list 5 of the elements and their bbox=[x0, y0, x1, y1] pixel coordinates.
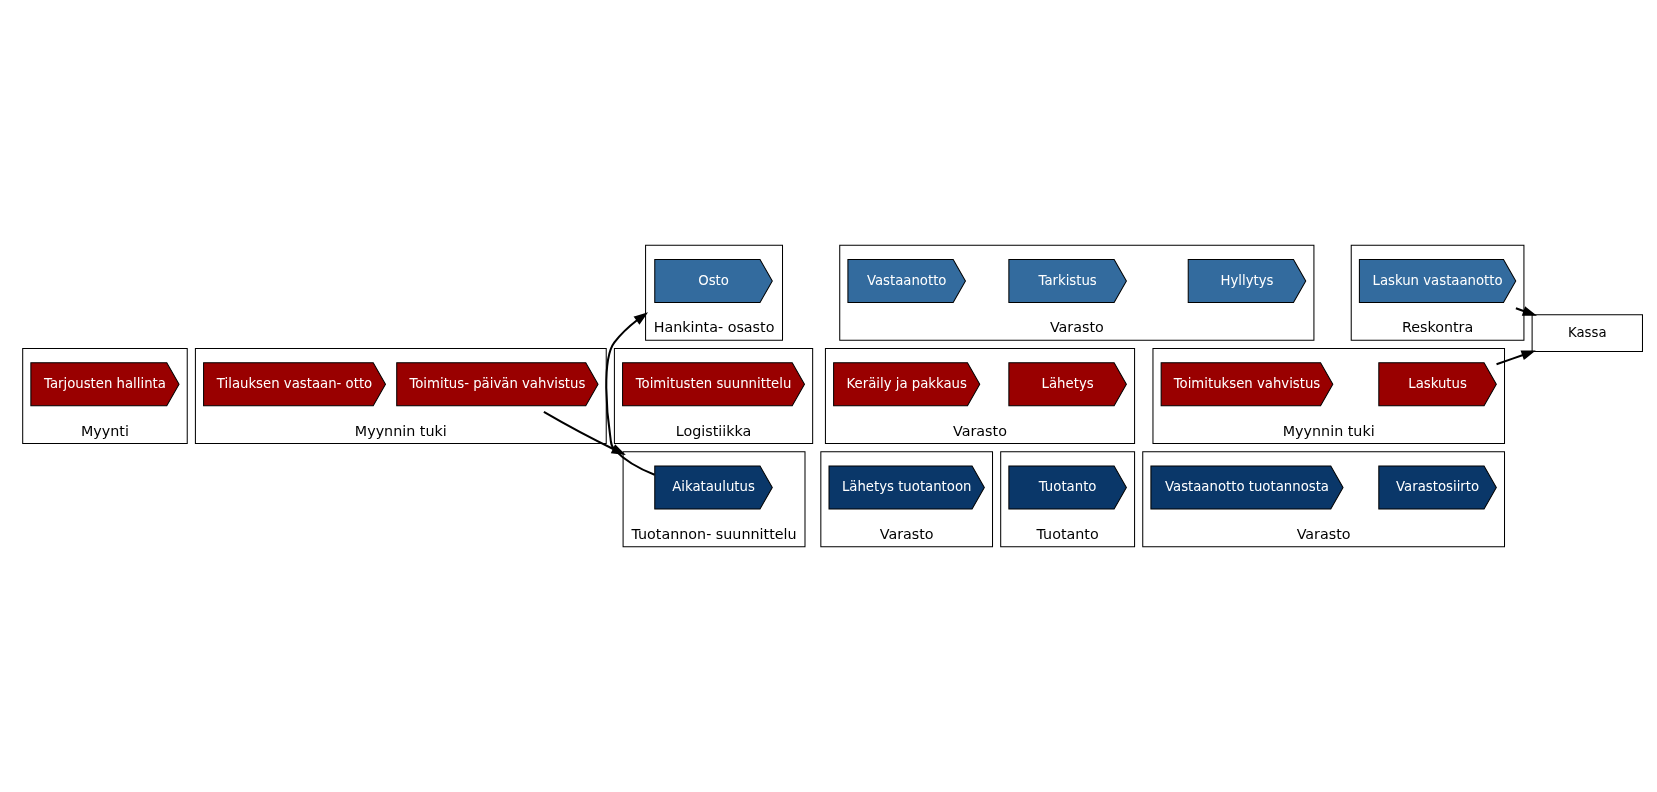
arrow bbox=[1496, 350, 1536, 366]
arrow bbox=[605, 312, 655, 476]
arrow bbox=[1515, 306, 1537, 316]
node-box: Kassa bbox=[1531, 314, 1643, 353]
arrow bbox=[543, 411, 626, 455]
